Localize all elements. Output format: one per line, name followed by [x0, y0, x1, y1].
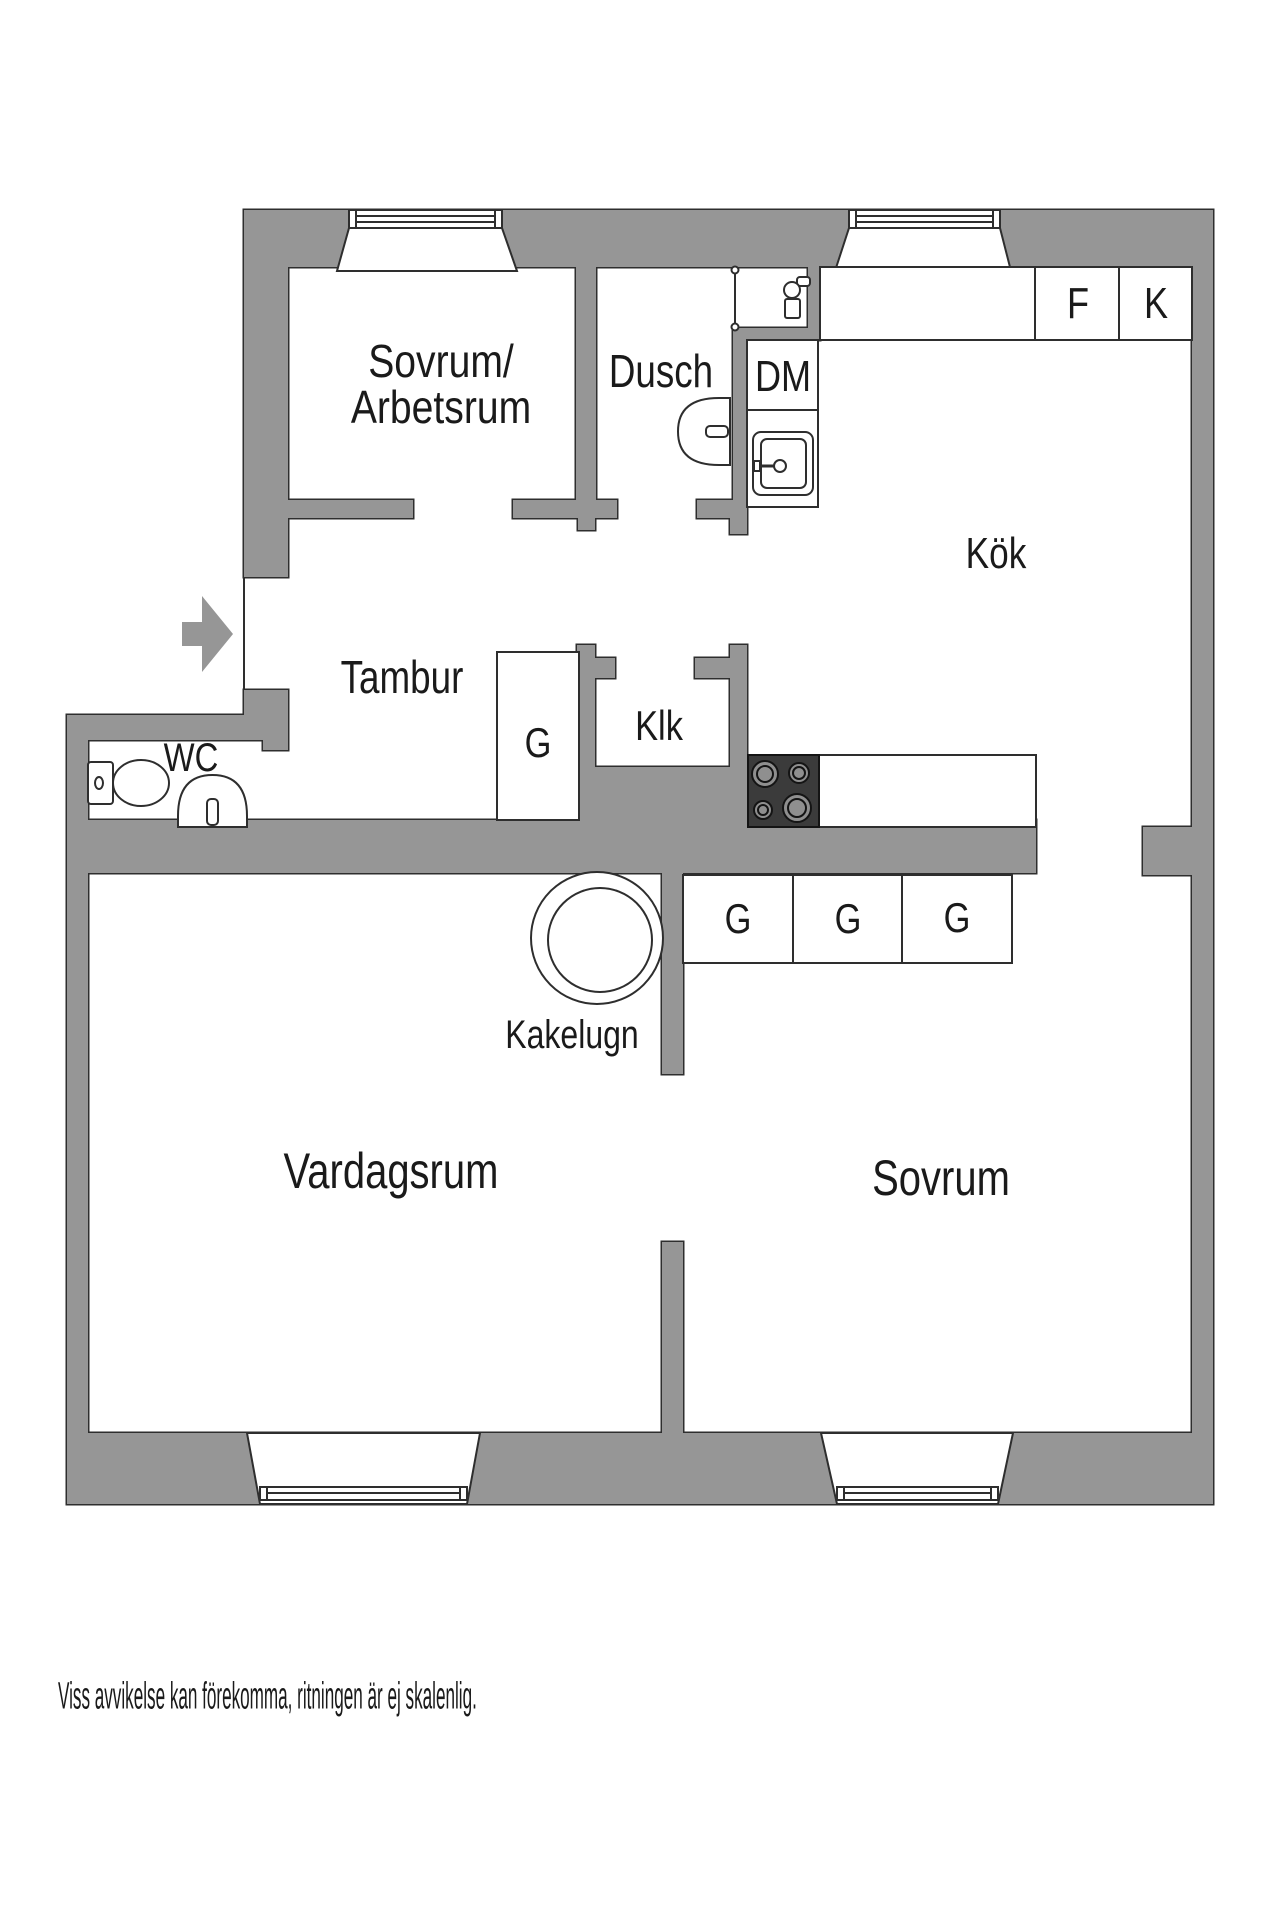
dishwasher-cell [746, 339, 819, 411]
walls-fill [67, 210, 1213, 1504]
kitchen-counter-lower [818, 754, 1037, 828]
wardrobe-label-1: G [724, 895, 752, 942]
toilet-icon [87, 759, 170, 807]
stove-icon [747, 754, 820, 828]
room-label-klk: Klk [635, 702, 683, 749]
fridge-label: F [1066, 279, 1090, 328]
shower-sink-icon [676, 397, 731, 466]
room-label-vardagsrum: Vardagsrum [283, 1143, 499, 1199]
room-label-sovrum: Sovrum [872, 1150, 1010, 1206]
window-bottom-vardagsrum [245, 1432, 482, 1505]
freezer-label: K [1143, 279, 1169, 328]
window-bottom-sovrum [819, 1432, 1015, 1505]
dishwasher-label: DM [754, 352, 812, 401]
room-label-kok: Kök [965, 529, 1027, 578]
room-label-sovrum-arbetsrum-line1: Sovrum/ [368, 335, 514, 387]
entry-arrow-icon [182, 596, 233, 672]
room-label-dusch: Dusch [608, 345, 714, 397]
kakelugn-label: Kakelugn [505, 1013, 639, 1057]
shower-fixture-icon [783, 276, 811, 319]
window-top-sovrum-arbetsrum [335, 209, 519, 272]
room-label-wc: WC [163, 736, 219, 780]
room-label-sovrum-arbetsrum-line2: Arbetsrum [350, 381, 532, 433]
wardrobe-label-tambur: G [524, 719, 552, 766]
wardrobe-tambur [496, 651, 580, 821]
disclaimer-text: Viss avvikelse kan förekomma, ritningen … [58, 1675, 477, 1718]
shower-partition [730, 265, 740, 332]
room-label-sovrum-arbetsrum: Sovrum/ Arbetsrum [351, 338, 531, 430]
wardrobe-label-3: G [943, 894, 971, 941]
wardrobe-row-sovrum [682, 874, 1013, 964]
wardrobe-label-2: G [834, 895, 862, 942]
window-top-kok [833, 209, 1013, 272]
kakelugn-icon [530, 871, 664, 1005]
kitchen-counter-top [819, 266, 1193, 341]
room-label-tambur: Tambur [340, 651, 464, 703]
kitchen-sink-icon [746, 409, 819, 508]
wc-sink-icon [177, 773, 248, 828]
